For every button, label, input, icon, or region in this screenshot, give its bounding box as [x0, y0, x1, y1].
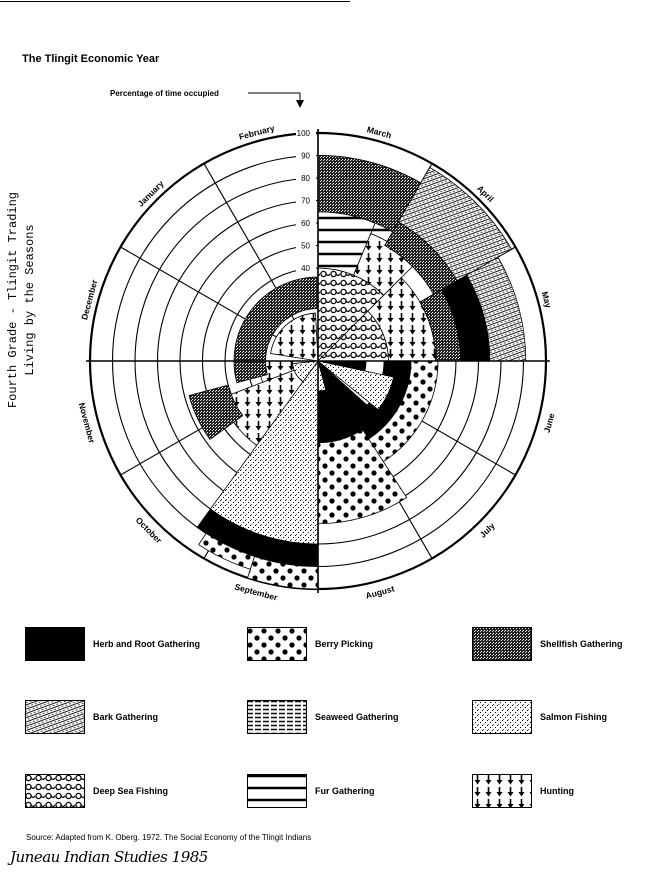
radial-tick-label: 40 — [301, 264, 310, 273]
legend-item-berry: Berry Picking — [247, 627, 373, 661]
legend-swatch-bark — [25, 700, 85, 734]
radial-tick-label: 50 — [301, 242, 310, 251]
month-label-july: July — [478, 520, 497, 539]
source-note: Source: Adapted from K. Oberg. 1972. The… — [26, 833, 312, 842]
tick-label-bg — [296, 150, 316, 160]
radial-tick-label: 60 — [301, 219, 310, 228]
month-label-may: May — [540, 290, 554, 309]
legend-item-seaweed: Seaweed Gathering — [247, 700, 399, 734]
chart-segments — [188, 155, 527, 590]
legend-item-deepsea: Deep Sea Fishing — [25, 774, 168, 808]
radial-tick-label: 70 — [301, 197, 310, 206]
legend-label: Hunting — [540, 786, 574, 796]
tick-label-bg — [296, 263, 316, 272]
legend-swatch-hunting — [472, 774, 532, 808]
legend-label: Bark Gathering — [93, 712, 159, 722]
legend-swatch-salmon — [472, 700, 532, 734]
segment-berry — [198, 532, 256, 570]
legend-label: Fur Gathering — [315, 786, 375, 796]
segment-shellfish — [233, 276, 319, 384]
month-label-january: January — [136, 178, 166, 208]
segment-bark — [397, 166, 513, 282]
legend-swatch-herb — [25, 627, 85, 661]
legend-swatch-berry — [247, 627, 307, 661]
legend-swatch-fur — [247, 774, 307, 808]
legend-label: Berry Picking — [315, 639, 374, 649]
chart-axes — [86, 129, 550, 593]
month-label-april: April — [475, 183, 496, 204]
axis-title-leader — [248, 92, 301, 102]
tick-label-bg — [296, 240, 316, 250]
segment-salmon — [209, 359, 319, 545]
month-label-october: October — [134, 515, 165, 546]
tick-label-bg — [296, 128, 316, 137]
legend-item-salmon: Salmon Fishing — [472, 700, 607, 734]
radial-tick-label: 100 — [297, 129, 311, 138]
axis-title: Percentage of time occupied — [110, 89, 219, 98]
legend-item-shellfish: Shellfish Gathering — [472, 627, 623, 661]
legend-swatch-deepsea — [25, 774, 85, 808]
legend-label: Herb and Root Gathering — [93, 639, 201, 649]
month-label-june: June — [542, 412, 557, 434]
tick-label-bg — [296, 173, 316, 182]
axis-title-group: Percentage of time occupied — [110, 89, 304, 108]
segment-hunting — [270, 312, 319, 362]
legend-item-bark: Bark Gathering — [25, 700, 158, 734]
top-rule — [0, 1, 350, 2]
legend-swatch-shellfish — [472, 627, 532, 661]
segment-salmon — [317, 360, 395, 411]
legend-swatch-seaweed — [247, 700, 307, 734]
legend-label: Seaweed Gathering — [315, 712, 399, 722]
tick-label-bg — [296, 195, 316, 205]
legend-item-hunting: Hunting — [472, 774, 574, 808]
radial-tick-labels: 100 90 80 70 60 50 40 — [296, 128, 316, 273]
legend-label: Shellfish Gathering — [540, 639, 623, 649]
radial-tick-label: 80 — [301, 174, 310, 183]
segment-shellfish — [188, 384, 244, 441]
legend-item-herb: Herb and Root Gathering — [25, 627, 200, 661]
arrow-down-icon — [296, 100, 304, 108]
signature: Juneau Indian Studies 1985 — [10, 848, 208, 866]
chart-title: The Tlingit Economic Year — [22, 53, 160, 65]
segment-salmon — [292, 360, 319, 383]
tick-label-bg — [296, 218, 316, 227]
legend-label: Salmon Fishing — [540, 712, 608, 722]
month-label-august: August — [364, 583, 395, 600]
legend-item-fur: Fur Gathering — [247, 774, 375, 808]
legend-label: Deep Sea Fishing — [93, 786, 169, 796]
month-label-december: December — [79, 278, 99, 321]
radial-tick-label: 90 — [301, 152, 310, 161]
